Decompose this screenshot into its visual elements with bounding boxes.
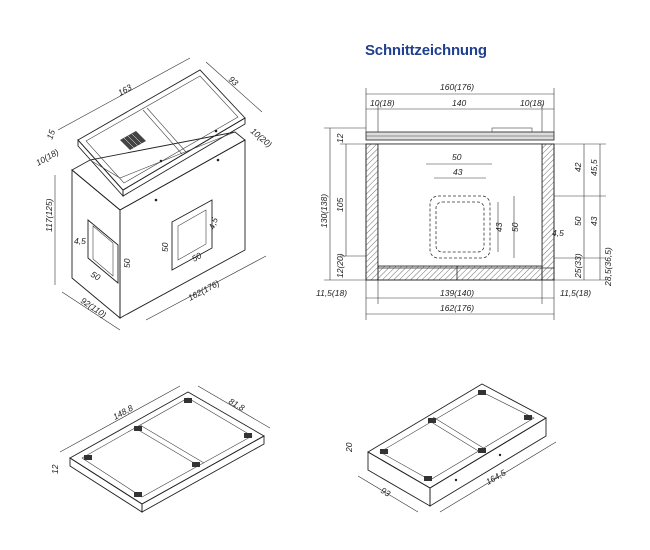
front-opening-inner xyxy=(92,225,114,277)
dim-bottom-total: 162(176) xyxy=(440,303,474,313)
dim-bottom-depth-line xyxy=(61,291,121,331)
dim-bottom-slab: 12(20) xyxy=(335,253,345,278)
dim-length-line xyxy=(57,57,191,131)
frame-left-length: 148,8 xyxy=(111,403,135,422)
box-side-face xyxy=(119,139,246,319)
frame-right-inner xyxy=(379,391,535,481)
dim-bottom-right: 11,5(18) xyxy=(560,288,591,298)
dim-height: 117(125) xyxy=(44,198,54,232)
dim-bottom-length: 162(176) xyxy=(186,278,221,303)
dim-total-height: 130(138) xyxy=(319,194,329,228)
frame-left-depth: 81,8 xyxy=(227,396,247,413)
opening-outer-dashed xyxy=(429,195,491,259)
box-rim-inner xyxy=(89,131,236,179)
grate-lines xyxy=(123,133,143,149)
grate xyxy=(120,131,146,150)
dim-opening-h-inner: 43 xyxy=(494,222,504,232)
dim-depth-line xyxy=(205,61,263,113)
dim-right-mid2: 43 xyxy=(589,216,599,226)
dim-right-top: 42 xyxy=(573,162,583,172)
section-title: Schnittzeichnung xyxy=(365,42,487,59)
frame-right-front xyxy=(367,451,431,507)
frame-right-top xyxy=(367,383,547,489)
lid-front xyxy=(77,138,124,198)
dim-bottom-length-line xyxy=(145,255,267,321)
frame-left-front xyxy=(69,457,143,513)
dim-side-left: 10(18) xyxy=(370,98,395,108)
side-opening-inner xyxy=(177,209,207,261)
frame-right-depth: 93 xyxy=(379,485,393,499)
dim-right-mid: 50 xyxy=(573,216,583,226)
box-top-rim xyxy=(71,131,246,211)
dim-bottom-inner: 139(140) xyxy=(440,288,474,298)
dim-bottom-left: 11,5(18) xyxy=(316,288,347,298)
dim-inner-height: 105 xyxy=(335,198,345,212)
dim-outer-opening-width: 50 xyxy=(452,152,462,162)
dim-length: 163 xyxy=(116,82,133,98)
dim-side-opening-width: 50 xyxy=(190,250,203,264)
bottom-slab xyxy=(377,265,543,281)
frame-left-side xyxy=(141,435,265,513)
dim-right-top2: 45,5 xyxy=(589,159,599,176)
opening-inner-dashed xyxy=(435,201,485,253)
frame-left-brackets xyxy=(84,398,252,497)
section-drawing: 160(176) 10(18) 140 10(18) 50 43 43 50 4… xyxy=(316,82,613,320)
dim-bottom-depth: 92(110) xyxy=(79,295,108,319)
dim-side-right: 10(18) xyxy=(520,98,545,108)
side-opening xyxy=(171,199,213,271)
dim-overall-top: 160(176) xyxy=(440,82,474,92)
lid-inner-edge xyxy=(85,75,239,184)
lid-side xyxy=(122,117,246,197)
frame-right-height: 20 xyxy=(344,442,354,453)
left-wall xyxy=(365,143,379,281)
dim-side-opening-height: 50 xyxy=(160,242,170,252)
dim-inner-width: 140 xyxy=(452,98,466,108)
lid-split-line xyxy=(142,109,183,155)
dim-top-slab: 12 xyxy=(335,133,345,143)
dim-corner: 4,5 xyxy=(552,228,564,238)
dim-lid-thickness: 15 xyxy=(44,128,57,141)
lid-top xyxy=(77,69,246,191)
dim-opening-height: 50 xyxy=(122,258,132,268)
isometric-box: 163 93 117(125) 92(110) 162(176) 15 10(2… xyxy=(34,57,274,331)
dim-opening-h-outer: 50 xyxy=(510,222,520,232)
dim-inner-opening-width: 43 xyxy=(453,167,463,177)
dim-right-low: 25(33) xyxy=(573,253,583,279)
lid-split-line-2 xyxy=(146,107,187,153)
front-opening xyxy=(87,219,119,284)
frame-left: 148,8 81,8 12 xyxy=(50,385,271,513)
inner-cavity xyxy=(377,143,543,267)
dim-opening-corner: 4,5 xyxy=(74,236,86,246)
right-wall xyxy=(541,143,555,281)
frame-right: 20 93 164,5 xyxy=(344,383,557,513)
dim-lid-offset-left: 10(18) xyxy=(34,147,60,168)
top-grate xyxy=(491,127,533,133)
dim-side-opening-corner: 4,5 xyxy=(206,216,220,231)
frame-right-side xyxy=(429,417,547,507)
frame-right-brackets xyxy=(380,390,532,481)
dim-lid-offset-right: 10(20) xyxy=(249,126,274,150)
dim-opening-width: 50 xyxy=(89,269,102,283)
frame-left-height: 12 xyxy=(50,464,60,474)
frame-right-length: 164,5 xyxy=(484,467,508,486)
dim-depth: 93 xyxy=(227,74,241,88)
dim-right-low2: 28,5(36,5) xyxy=(603,247,613,287)
